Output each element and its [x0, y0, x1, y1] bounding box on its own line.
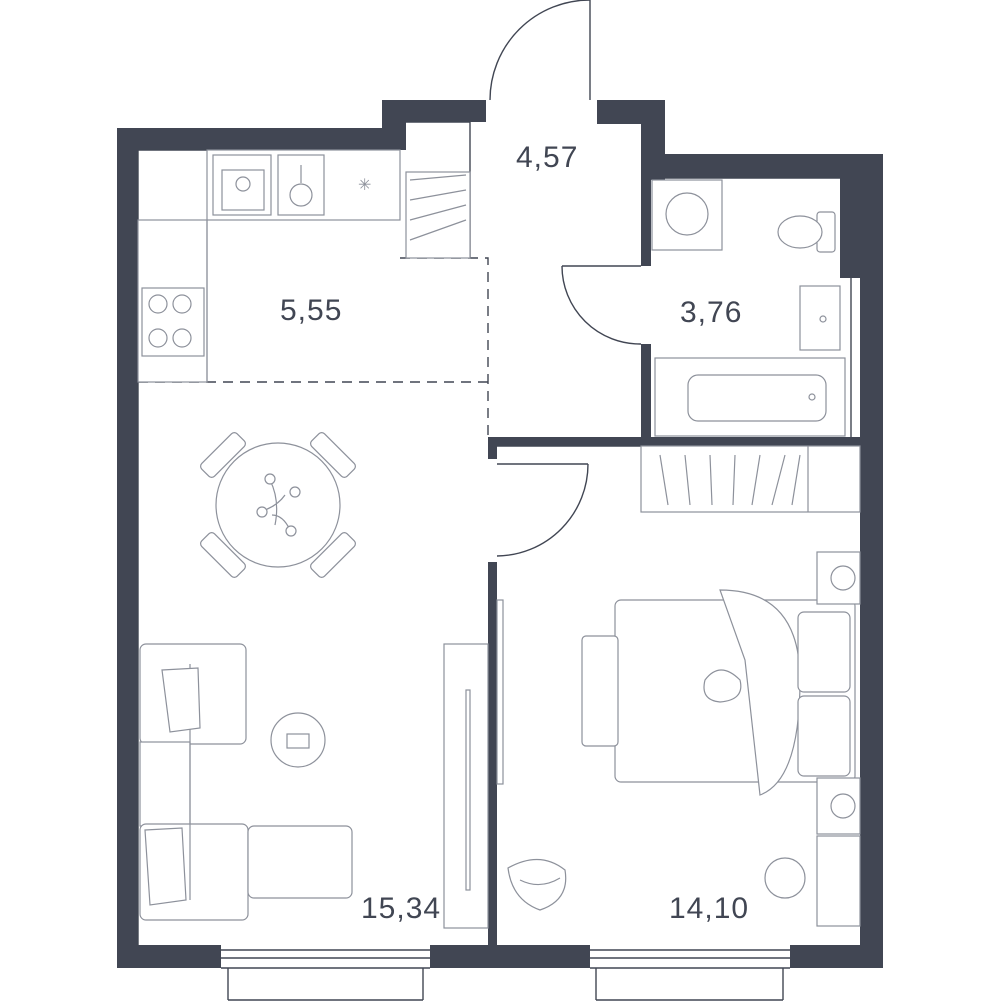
bed — [581, 589, 856, 796]
coffee-table — [270, 712, 326, 768]
hall-wardrobe — [405, 171, 471, 259]
bathroom-fixtures — [651, 179, 846, 437]
tv-cabinet — [443, 599, 504, 929]
sofa — [139, 643, 353, 921]
chair — [200, 532, 246, 578]
nightstands — [816, 551, 861, 927]
cushion-icon — [144, 667, 201, 906]
area-label-living: 15,34 — [361, 892, 441, 925]
bedroom-wardrobe — [640, 445, 861, 513]
bedroom-door — [496, 463, 589, 557]
toilet-icon — [777, 211, 836, 253]
bathroom-door — [561, 265, 642, 345]
plant-icon — [507, 858, 567, 911]
cat-icon — [703, 669, 742, 703]
kitchen-sink-icon — [277, 154, 325, 216]
floor-lamp-icon — [764, 857, 806, 899]
washbasin-icon — [799, 285, 841, 351]
area-labels: 4,57 5,55 3,76 15,34 14,10 — [280, 141, 749, 925]
chair — [200, 432, 246, 478]
area-label-kitchen: 5,55 — [280, 294, 342, 327]
oven-icon — [212, 154, 272, 216]
chair — [310, 432, 356, 478]
window-bedroom — [590, 949, 790, 1001]
area-label-bedroom: 14,10 — [669, 892, 749, 925]
dining-set — [200, 432, 356, 578]
windows — [221, 949, 790, 1001]
svg-text:✳: ✳ — [358, 175, 371, 194]
kitchen-units: ✳ — [137, 149, 401, 383]
entrance-door — [489, 0, 591, 101]
dining-table — [215, 442, 341, 568]
chair — [310, 532, 356, 578]
window-living — [221, 949, 430, 1001]
cooktop-icon — [141, 287, 205, 357]
area-label-bathroom: 3,76 — [680, 296, 742, 329]
bathtub-icon — [654, 357, 846, 437]
flower-icon — [256, 473, 301, 537]
washing-machine-icon — [651, 179, 723, 251]
walls — [117, 100, 883, 968]
area-label-hall: 4,57 — [516, 141, 578, 174]
doors — [489, 0, 642, 557]
fridge-icon: ✳ — [358, 175, 371, 194]
